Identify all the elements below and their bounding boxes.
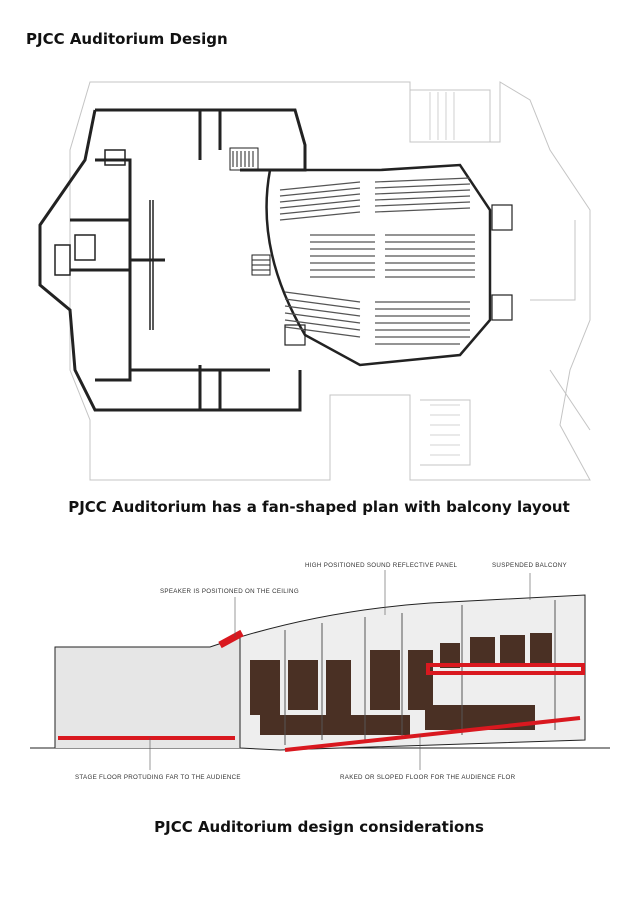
section-caption: PJCC Auditorium design considerations — [154, 818, 484, 836]
section-drawing: SPEAKER IS POSITIONED ON THE CEILING HIG… — [30, 562, 610, 781]
annotation-stage-floor: STAGE FLOOR PROTUDING FAR TO THE AUDIENC… — [75, 774, 241, 781]
floor-plan-drawing — [38, 81, 591, 481]
annotation-raked-floor: RAKED OR SLOPED FLOOR FOR THE AUDIENCE F… — [340, 774, 516, 781]
annotation-reflective-panel: HIGH POSITIONED SOUND REFLECTIVE PANEL — [305, 562, 458, 569]
annotation-suspended-balcony: SUSPENDED BALCONY — [492, 562, 567, 569]
page-title: PJCC Auditorium Design — [26, 30, 228, 48]
plan-caption: PJCC Auditorium has a fan-shaped plan wi… — [68, 498, 570, 516]
annotation-speaker: SPEAKER IS POSITIONED ON THE CEILING — [160, 588, 299, 595]
